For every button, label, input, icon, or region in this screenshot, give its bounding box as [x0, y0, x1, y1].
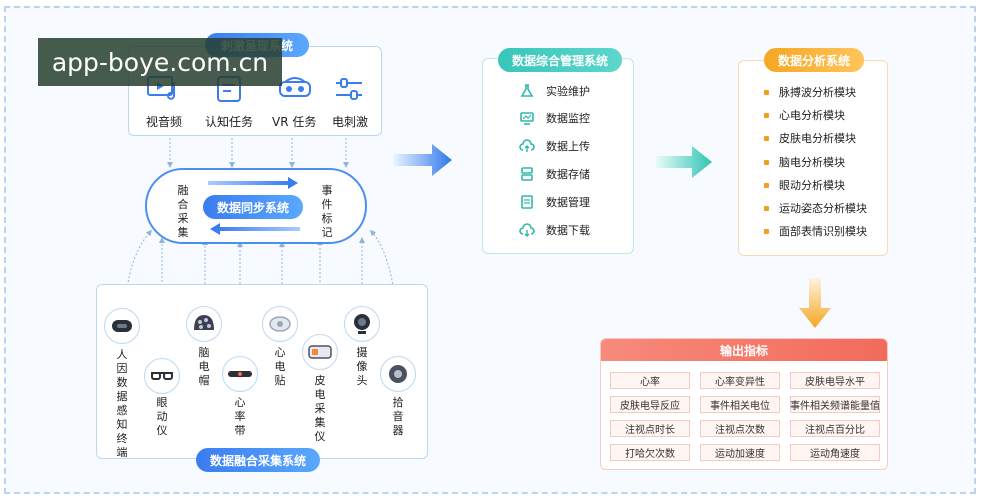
arrow-to-output: [799, 278, 831, 328]
output-cell: 事件相关频谱能量值: [790, 396, 880, 413]
output-cell: 皮肤电导水平: [790, 372, 880, 389]
analysis-item: 眼动分析模块: [764, 177, 845, 193]
device-label-heart-belt: 心率带: [234, 396, 246, 437]
analysis-system-title: 数据分析系统: [764, 48, 864, 72]
watermark: app-boye.com.cn: [38, 38, 282, 86]
monitor-icon: [518, 109, 536, 127]
stimulus-label-vr: VR 任务: [272, 115, 317, 129]
camera-icon: [344, 306, 380, 342]
eye-tracker-icon: [144, 358, 180, 394]
stimulus-label-electric: 电刺激: [332, 115, 369, 129]
stimulus-label-video: 视音频: [146, 115, 183, 129]
management-item-download: 数据下载: [518, 221, 590, 239]
device-label-microphone: 拾音器: [392, 396, 404, 437]
ecg-patch-icon: [262, 306, 298, 342]
sync-left-label: 融合采集: [177, 184, 189, 239]
output-cell: 打哈欠次数: [610, 444, 690, 461]
management-item-experiment: 实验维护: [518, 82, 590, 100]
device-label-gsr: 皮电采集仪: [314, 374, 326, 443]
output-cell: 运动加速度: [700, 444, 780, 461]
gsr-device-icon: [302, 334, 338, 370]
analysis-item: 运动姿态分析模块: [764, 200, 867, 216]
output-metrics-title: 输出指标: [719, 343, 768, 358]
device-label-terminal: 人因数据感知终端: [116, 348, 128, 459]
output-cell: 注视点百分比: [790, 420, 880, 437]
device-label-ecg-patch: 心电贴: [274, 346, 286, 387]
management-item-monitor: 数据监控: [518, 109, 590, 127]
management-system-box: [482, 58, 634, 254]
output-cell: 运动角速度: [790, 444, 880, 461]
microphone-icon: [380, 356, 416, 392]
output-cell: 皮肤电导反应: [610, 396, 690, 413]
device-label-eye-tracker: 眼动仪: [156, 396, 168, 437]
eeg-cap-icon: [186, 306, 222, 342]
output-cell: 心率: [610, 372, 690, 389]
sync-system-title: 数据同步系统: [203, 195, 303, 219]
cloud-upload-icon: [518, 137, 536, 155]
output-metrics-header: [601, 339, 887, 361]
output-cell: 心率变异性: [700, 372, 780, 389]
analysis-system-box: [738, 60, 888, 256]
device-label-camera: 摄像头: [356, 346, 368, 387]
device-label-eeg-cap: 脑电帽: [198, 346, 210, 387]
analysis-item: 皮肤电分析模块: [764, 130, 856, 146]
management-item-manage: 数据管理: [518, 193, 590, 211]
arrow-to-management: [394, 144, 452, 176]
sync-right-label: 事件标记: [321, 184, 333, 239]
heart-rate-belt-icon: [222, 356, 258, 392]
document-icon: [518, 193, 536, 211]
analysis-item: 面部表情识别模块: [764, 223, 867, 239]
human-factor-terminal-icon: [104, 308, 140, 344]
arrow-to-analysis: [656, 146, 712, 178]
acquisition-system-title: 数据融合采集系统: [196, 448, 320, 472]
management-item-storage: 数据存储: [518, 165, 590, 183]
analysis-item: 脉搏波分析模块: [764, 84, 856, 100]
management-item-upload: 数据上传: [518, 137, 590, 155]
management-system-title: 数据综合管理系统: [498, 48, 622, 72]
electric-stimulation-icon: [332, 74, 366, 104]
output-cell: 注视点次数: [700, 420, 780, 437]
cloud-download-icon: [518, 221, 536, 239]
sync-arrows: [208, 177, 300, 235]
output-cell: 事件相关电位: [700, 396, 780, 413]
analysis-item: 心电分析模块: [764, 107, 845, 123]
output-cell: 注视点时长: [610, 420, 690, 437]
flask-icon: [518, 82, 536, 100]
analysis-item: 脑电分析模块: [764, 154, 845, 170]
stimulus-label-cognitive: 认知任务: [205, 115, 254, 129]
storage-icon: [518, 165, 536, 183]
vr-headset-icon: [277, 74, 313, 104]
